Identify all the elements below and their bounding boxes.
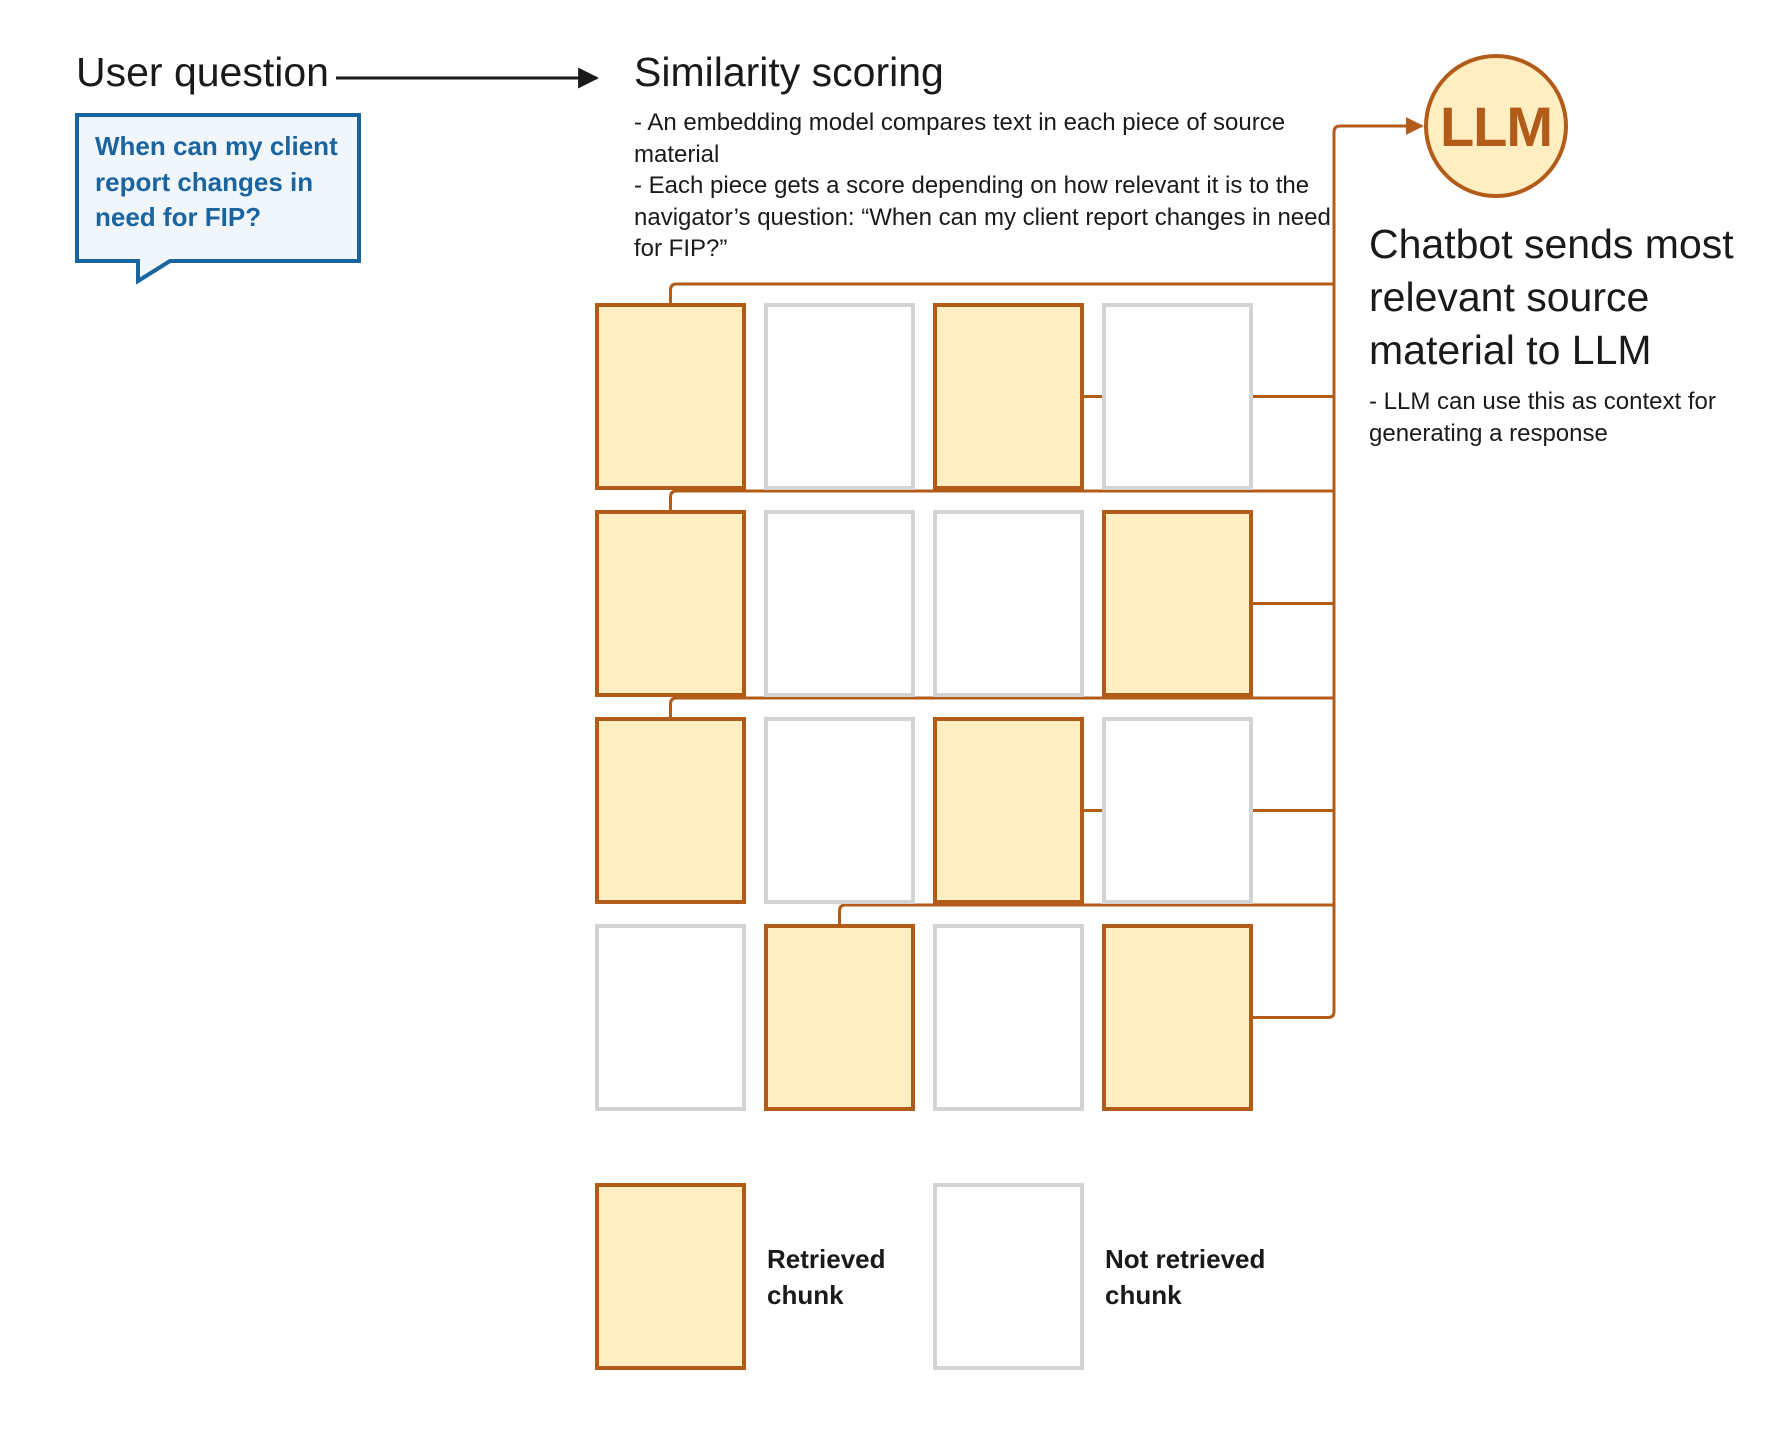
similarity-scoring-line: - Each piece gets a score depending on h… xyxy=(634,172,1331,262)
chunk-not-retrieved xyxy=(764,717,915,904)
chunk-not-retrieved xyxy=(1102,303,1253,490)
similarity-scoring-description: - An embedding model compares text in ea… xyxy=(634,107,1334,265)
llm-label: LLM xyxy=(1439,94,1553,158)
bus-to-llm-arrow xyxy=(1332,117,1424,1012)
chunk-retrieved xyxy=(1102,510,1253,697)
connector-line xyxy=(838,903,1334,926)
chunk-retrieved xyxy=(595,510,746,697)
chunk-not-retrieved xyxy=(595,924,746,1111)
chunk-not-retrieved xyxy=(933,510,1084,697)
chunk-retrieved xyxy=(595,303,746,490)
connector-line xyxy=(669,282,1334,305)
similarity-scoring-title: Similarity scoring xyxy=(634,49,944,95)
chunk-retrieved xyxy=(595,717,746,904)
chunk-retrieved xyxy=(933,303,1084,490)
chunk-not-retrieved xyxy=(1102,717,1253,904)
connector-line xyxy=(1251,1011,1336,1019)
chunk-grid xyxy=(595,303,1253,1111)
user-question-title: User question xyxy=(76,49,329,95)
connector-line xyxy=(669,489,1334,512)
chunk-not-retrieved xyxy=(933,924,1084,1111)
legend-not-retrieved-label: Not retrieved chunk xyxy=(1105,1244,1266,1310)
similarity-scoring-line: - An embedding model compares text in ea… xyxy=(634,109,1286,168)
user-question-text: When can my client report changes in nee… xyxy=(95,131,338,232)
llm-circle xyxy=(1424,54,1568,198)
chatbot-note: - LLM can use this as context for genera… xyxy=(1369,388,1716,447)
connector-line xyxy=(669,696,1334,719)
legend-retrieved-box xyxy=(595,1183,746,1370)
chatbot-title: Chatbot sends most relevant source mater… xyxy=(1369,221,1734,373)
chunk-retrieved xyxy=(1102,924,1253,1111)
question-speech-bubble xyxy=(75,113,361,285)
chunk-not-retrieved xyxy=(764,303,915,490)
chunk-not-retrieved xyxy=(764,510,915,697)
legend-retrieved-label: Retrieved chunk xyxy=(767,1244,886,1310)
chunk-retrieved xyxy=(764,924,915,1111)
chunk-retrieved xyxy=(933,717,1084,904)
legend-not-retrieved-box xyxy=(933,1183,1084,1370)
